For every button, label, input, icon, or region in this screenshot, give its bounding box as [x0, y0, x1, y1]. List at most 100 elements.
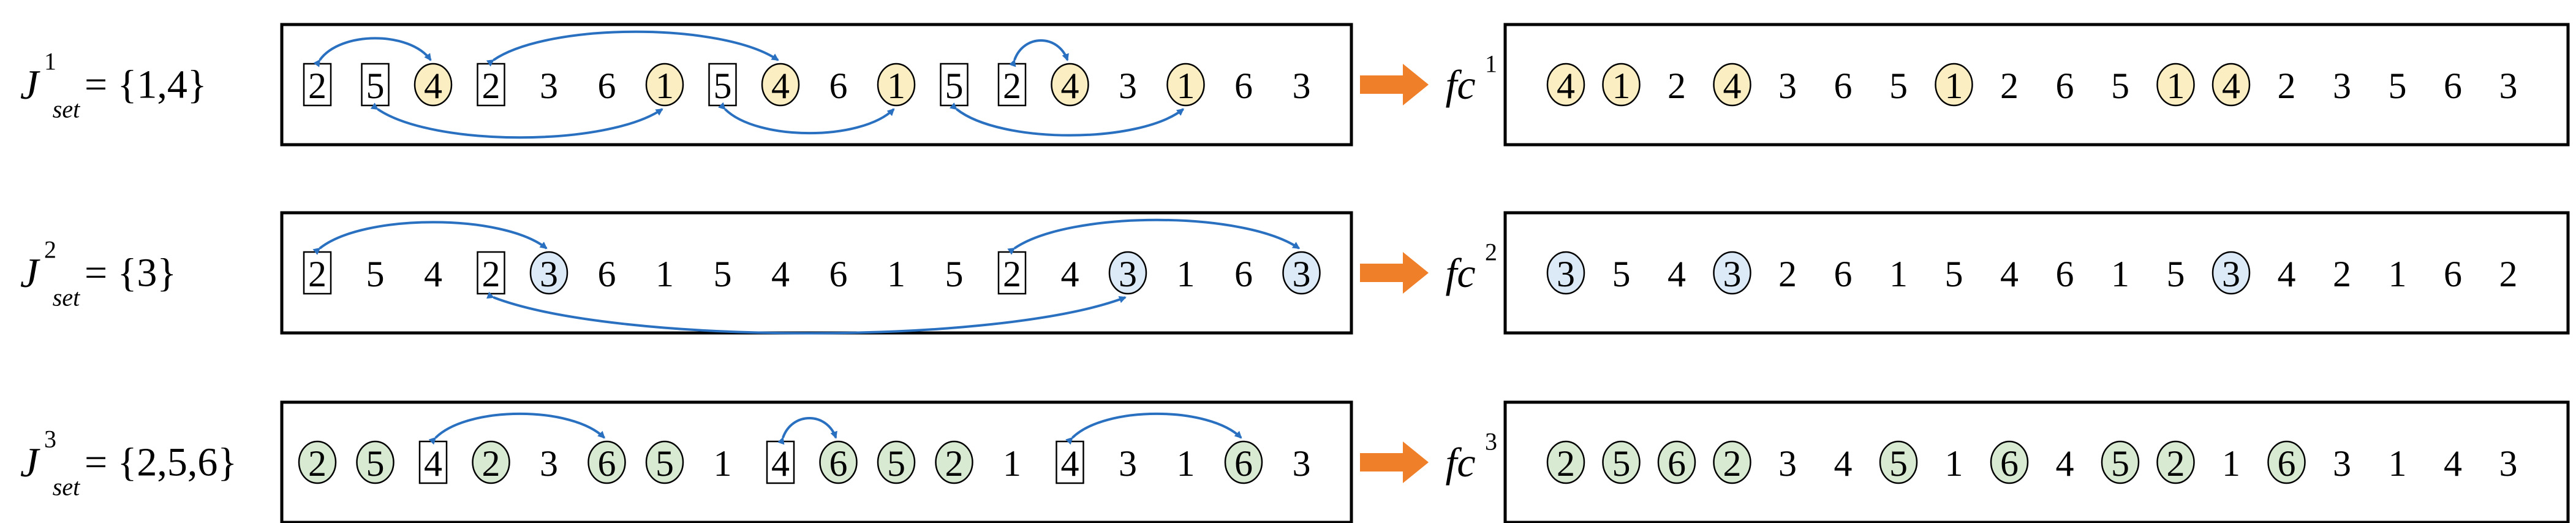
orange-right-arrow-icon [1360, 441, 1429, 483]
sequence-token: 3 [1119, 443, 1137, 484]
sequence-token: 1 [645, 63, 684, 107]
token-value: 5 [945, 254, 964, 294]
token-value: 3 [1557, 254, 1575, 294]
orange-right-arrow-icon [1360, 252, 1429, 294]
token-value: 1 [1889, 254, 1908, 294]
token-value: 2 [1003, 254, 1021, 294]
sequence-token: 6 [587, 440, 626, 484]
sequence-token: 6 [598, 254, 616, 294]
token-value: 3 [1293, 443, 1311, 484]
set-symbol: J [20, 439, 40, 486]
sequence-token: 2 [2000, 66, 2019, 106]
sequence-token: 4 [1061, 254, 1079, 294]
token-value: 1 [1612, 66, 1631, 106]
highlight-circle [356, 440, 395, 484]
token-value: 2 [1778, 254, 1797, 294]
sequence-token: 3 [540, 443, 558, 484]
sequence-token: 6 [1834, 254, 1853, 294]
token-value: 2 [308, 254, 327, 294]
token-value: 6 [2056, 254, 2074, 294]
token-value: 2 [1557, 443, 1575, 484]
token-value: 2 [482, 66, 500, 106]
token-value: 6 [598, 66, 616, 106]
token-value: 6 [2444, 66, 2462, 106]
token-value: 6 [2278, 443, 2296, 484]
sequence-token: 3 [2333, 66, 2351, 106]
token-value: 5 [714, 66, 732, 106]
sequence-token: 4 [2000, 254, 2019, 294]
token-value: 5 [2111, 443, 2129, 484]
sequence-token: 4 [1051, 63, 1089, 107]
sequence-token: 4 [2212, 63, 2251, 107]
token-value: 6 [1234, 443, 1253, 484]
highlight-circle [645, 440, 684, 484]
token-value: 6 [598, 443, 616, 484]
sequence-token: 1 [655, 254, 674, 294]
swap-arrow [1065, 412, 1242, 445]
token-value: 2 [2278, 66, 2296, 106]
token-value: 5 [1612, 443, 1631, 484]
sequence-token: 6 [829, 254, 848, 294]
token-value: 4 [1557, 66, 1575, 106]
token-value: 2 [1668, 66, 1686, 106]
token-value: 6 [1234, 254, 1253, 294]
token-value: 4 [2000, 254, 2019, 294]
token-value: 1 [1945, 66, 1963, 106]
token-value: 1 [2389, 443, 2407, 484]
token-value: 2 [945, 443, 964, 484]
fc-symbol: fc [1445, 439, 1475, 486]
sequence-token: 4 [414, 63, 453, 107]
sequence-token: 6 [1234, 254, 1253, 294]
sequence-token: 6 [819, 440, 858, 484]
highlight-circle [877, 63, 916, 107]
sequence-token: 2 [298, 440, 337, 484]
highlight-circle [2212, 251, 2251, 295]
sequence-token: 5 [714, 254, 732, 294]
token-value: 2 [2333, 254, 2351, 294]
fc-superscript: 1 [1485, 50, 1497, 78]
sequence-token: 1 [1889, 254, 1908, 294]
token-value: 4 [424, 254, 442, 294]
sequence-token: 3 [1293, 443, 1311, 484]
sequence-token: 4 [1713, 63, 1751, 107]
highlight-circle [1657, 440, 1696, 484]
sequence-token: 4 [1834, 443, 1853, 484]
sequence-token: 6 [1224, 440, 1263, 484]
token-value: 4 [1061, 443, 1079, 484]
sequence-token: 5 [356, 440, 395, 484]
sequence-token: 5 [2111, 66, 2129, 106]
highlight-circle [2267, 440, 2306, 484]
sequence-token: 5 [645, 440, 684, 484]
output-sequence-box [1503, 211, 2570, 335]
token-value: 4 [424, 443, 442, 484]
swap-arrow [949, 102, 1185, 137]
token-value: 5 [945, 66, 964, 106]
sequence-token: 2 [2333, 254, 2351, 294]
token-value: 5 [366, 254, 385, 294]
token-value: 3 [540, 66, 558, 106]
sequence-token: 6 [1834, 66, 1853, 106]
sequence-token: 1 [877, 63, 916, 107]
token-value: 3 [2333, 66, 2351, 106]
sequence-token: 6 [2267, 440, 2306, 484]
sequence-token: 2 [1713, 440, 1751, 484]
sequence-token: 2 [2278, 66, 2296, 106]
sequence-token: 5 [1945, 254, 1963, 294]
sequence-token: 6 [2444, 66, 2462, 106]
sequence-token: 5 [361, 63, 390, 107]
token-value: 3 [2333, 443, 2351, 484]
token-value: 4 [1723, 66, 1742, 106]
token-value: 4 [771, 443, 790, 484]
token-value: 2 [2499, 254, 2518, 294]
highlight-circle [2212, 63, 2251, 107]
fc-symbol: fc [1445, 250, 1475, 296]
sequence-token: 4 [2444, 443, 2462, 484]
sequence-token: 3 [529, 251, 568, 295]
